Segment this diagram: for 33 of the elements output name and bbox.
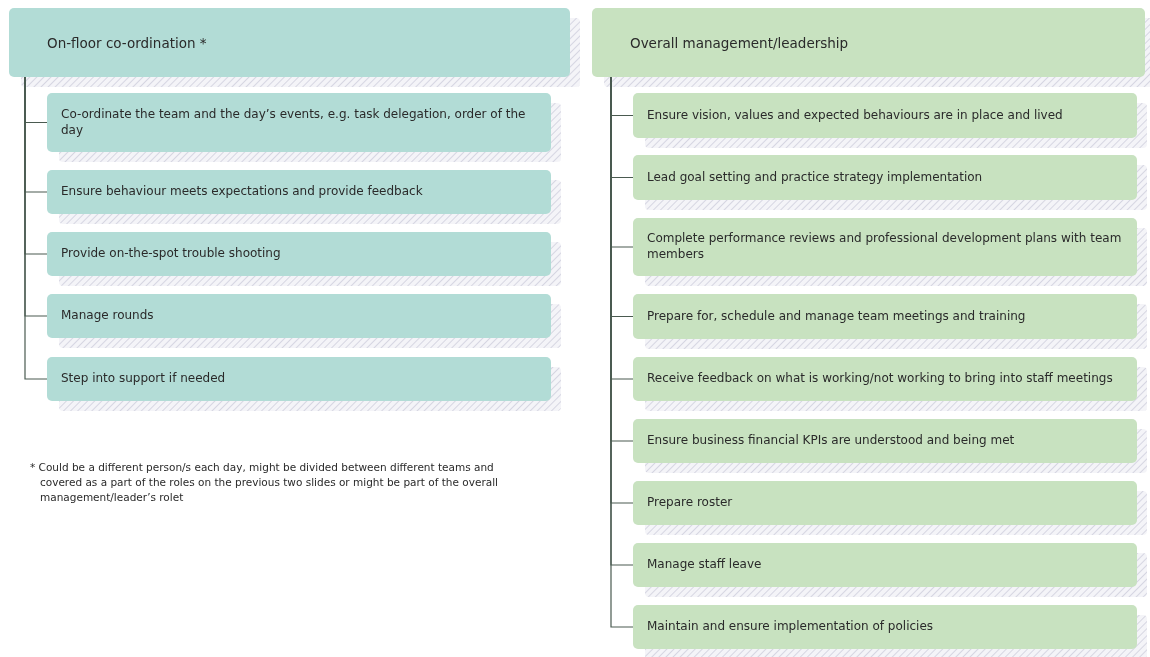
- task-box: [633, 294, 1137, 339]
- task-box: [633, 419, 1137, 463]
- task-box: [633, 155, 1137, 200]
- task-box: [633, 605, 1137, 649]
- task-box: [633, 93, 1137, 138]
- task-box: [633, 357, 1137, 401]
- box-text: Lead goal setting and practice strategy implementation: [647, 169, 983, 186]
- task-box: [47, 357, 551, 401]
- box-text: Maintain and ensure implementation of policies: [647, 619, 934, 635]
- box-text: Step into support if needed: [61, 371, 226, 387]
- box-text: Manage rounds: [61, 308, 154, 324]
- box-text: Manage staff leave: [647, 557, 762, 573]
- task-box: [47, 294, 551, 338]
- box-text: Co-ordinate the team and the day’s events, e.g. task delegation, order of the day: [61, 106, 527, 139]
- box-text: On-floor co-ordination *: [47, 34, 207, 51]
- box-text: Complete performance reviews and professional development plans with team members: [647, 231, 1123, 263]
- header-box: [9, 8, 570, 77]
- task-box: [47, 170, 551, 214]
- task-box: [47, 232, 551, 276]
- header-box: [592, 8, 1145, 77]
- box-text: Provide on-the-spot trouble shooting: [61, 246, 281, 262]
- task-box: [47, 93, 551, 152]
- task-box: [633, 218, 1137, 276]
- box-text: Overall management/leadership: [630, 34, 849, 51]
- box-text: Ensure business financial KPIs are understood and being met: [647, 433, 1015, 449]
- task-box: [633, 481, 1137, 525]
- box-text: Prepare for, schedule and manage team meetings and training: [647, 308, 1026, 325]
- box-text: Ensure behaviour meets expectations and provide feedback: [61, 184, 423, 200]
- box-text: Prepare roster: [647, 495, 733, 511]
- box-text: Receive feedback on what is working/not working to bring into staff meetings: [647, 371, 1113, 387]
- task-box: [633, 543, 1137, 587]
- box-text: Ensure vision, values and expected behaviours are in place and lived: [647, 107, 1063, 124]
- footnote: * Could be a different person/s each day, might be divided between different teams and covered as a part of the roles on the previous two slides or might be part of the overall management/leader’s rolet: [30, 460, 499, 506]
